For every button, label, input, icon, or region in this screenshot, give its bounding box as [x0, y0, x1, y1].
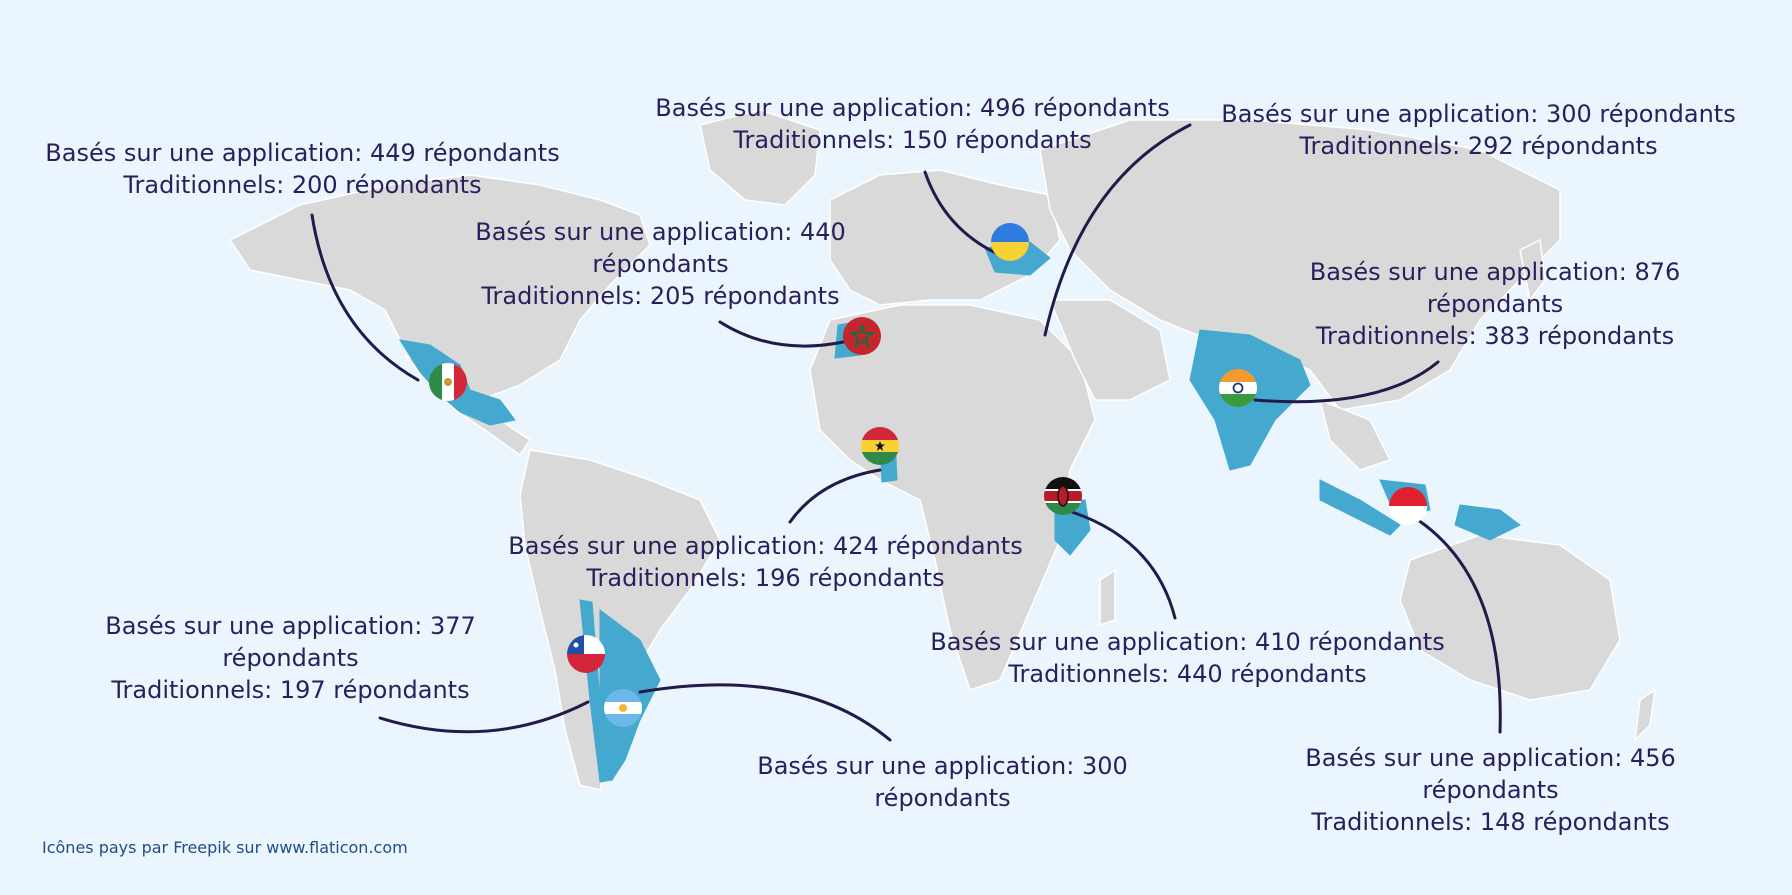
label-argentina: Basés sur une application: 300 répondant… — [750, 750, 1135, 814]
egypt-trad-count: Traditionnels: 292 répondants — [1299, 132, 1658, 160]
connector-india — [1253, 360, 1440, 404]
indonesia-east — [1454, 504, 1521, 541]
kenya-trad-count: Traditionnels: 440 répondants — [1008, 660, 1367, 688]
north-america — [228, 174, 651, 401]
ghana-flag-icon — [861, 427, 899, 465]
label-egypt: Basés sur une application: 300 répondant… — [1216, 98, 1741, 162]
indonesia-trad-count: Traditionnels: 148 répondants — [1311, 808, 1670, 836]
connector-ghana — [788, 468, 882, 524]
india-trad-count: Traditionnels: 383 répondants — [1315, 322, 1675, 350]
morocco-flag-icon — [843, 317, 881, 355]
chile-app-count: Basés sur une application: 377 répondant… — [105, 612, 476, 672]
label-kenya: Basés sur une application: 410 répondant… — [925, 626, 1450, 690]
africa — [809, 304, 1096, 691]
argentina-app-count: Basés sur une application: 300 répondant… — [757, 752, 1128, 812]
label-india: Basés sur une application: 876 répondant… — [1300, 256, 1690, 352]
argentina-flag-icon — [604, 689, 642, 727]
chile-flag-icon — [567, 635, 605, 673]
connector-lines — [310, 123, 1502, 742]
new-zealand — [1633, 688, 1656, 743]
connector-egypt — [1043, 123, 1192, 337]
southeast-asia — [1318, 398, 1392, 471]
australia — [1399, 534, 1621, 701]
egypt-app-count: Basés sur une application: 300 répondant… — [1221, 100, 1736, 128]
connector-morocco — [718, 320, 862, 348]
ukraine-trad-count: Traditionnels: 150 répondants — [733, 126, 1092, 154]
indonesia-flag-icon — [1389, 487, 1427, 525]
icon-credit: Icônes pays par Freepik sur www.flaticon… — [42, 838, 408, 857]
label-chile: Basés sur une application: 377 répondant… — [98, 610, 483, 706]
label-ghana: Basés sur une application: 424 répondant… — [503, 530, 1028, 594]
connector-argentina — [638, 683, 892, 742]
connector-ukraine — [923, 170, 1002, 257]
ukraine-flag-icon — [991, 223, 1029, 261]
label-morocco: Basés sur une application: 440 répondant… — [468, 216, 853, 312]
connector-indonesia — [1416, 518, 1502, 734]
morocco-app-count: Basés sur une application: 440 répondant… — [475, 218, 846, 278]
indonesia-shape — [1319, 479, 1401, 536]
mexico-trad-count: Traditionnels: 200 répondants — [123, 171, 482, 199]
connector-kenya — [1070, 510, 1177, 620]
indonesia-app-count: Basés sur une application: 456 répondant… — [1305, 744, 1676, 804]
connector-mexico — [310, 213, 420, 382]
chile-trad-count: Traditionnels: 197 répondants — [111, 676, 470, 704]
mexico-flag-icon — [429, 363, 467, 401]
label-indonesia: Basés sur une application: 456 répondant… — [1298, 742, 1683, 838]
kenya-flag-icon — [1044, 477, 1082, 515]
asia — [1039, 119, 1561, 411]
mexico-app-count: Basés sur une application: 449 répondant… — [45, 139, 560, 167]
ghana-app-count: Basés sur une application: 424 répondant… — [508, 532, 1023, 560]
japan — [1519, 238, 1546, 302]
ghana-trad-count: Traditionnels: 196 répondants — [586, 564, 945, 592]
india-flag-icon — [1219, 369, 1257, 407]
label-ukraine: Basés sur une application: 496 répondant… — [650, 92, 1175, 156]
label-mexico: Basés sur une application: 449 répondant… — [40, 137, 565, 201]
india-app-count: Basés sur une application: 876 répondant… — [1309, 258, 1681, 318]
morocco-trad-count: Traditionnels: 205 répondants — [481, 282, 840, 310]
ukraine-app-count: Basés sur une application: 496 répondant… — [655, 94, 1170, 122]
greenland — [699, 109, 821, 206]
middle-east — [1048, 299, 1171, 401]
flag-icons — [429, 223, 1427, 727]
connector-chile — [378, 700, 590, 734]
kenya-app-count: Basés sur une application: 410 répondant… — [930, 628, 1445, 656]
madagascar — [1099, 568, 1116, 627]
